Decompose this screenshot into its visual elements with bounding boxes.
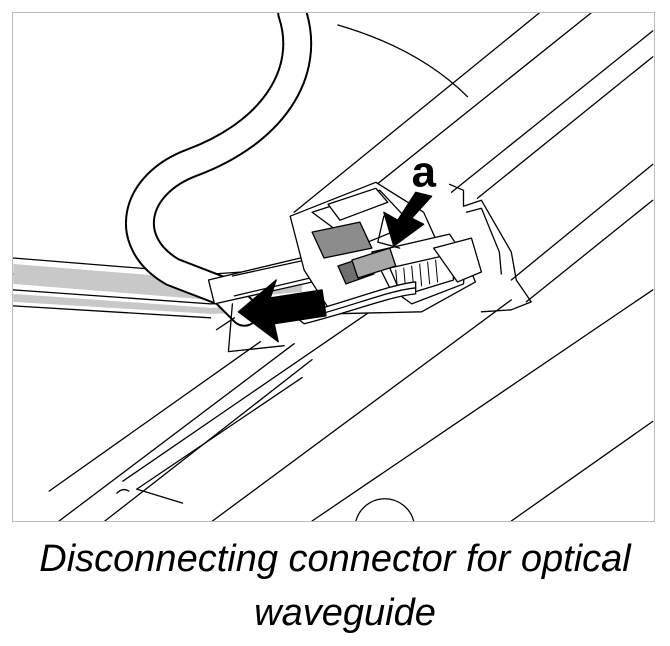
illustration-frame: a <box>12 12 655 522</box>
screw-hole <box>355 498 415 521</box>
background-arc <box>337 24 469 98</box>
caption-line-1: Disconnecting connector for optical <box>39 538 631 580</box>
panel-recess <box>448 183 532 313</box>
connector-latch <box>311 221 373 259</box>
callout-label-a: a <box>412 147 437 196</box>
figure-caption: Disconnecting connector for optical wave… <box>0 532 670 640</box>
caption-line-2: waveguide <box>254 592 436 634</box>
press-latch-arrow <box>383 191 433 247</box>
pull-direction-arrow <box>237 279 327 343</box>
connector-housing <box>289 181 483 315</box>
connector-illustration: a <box>13 13 654 521</box>
